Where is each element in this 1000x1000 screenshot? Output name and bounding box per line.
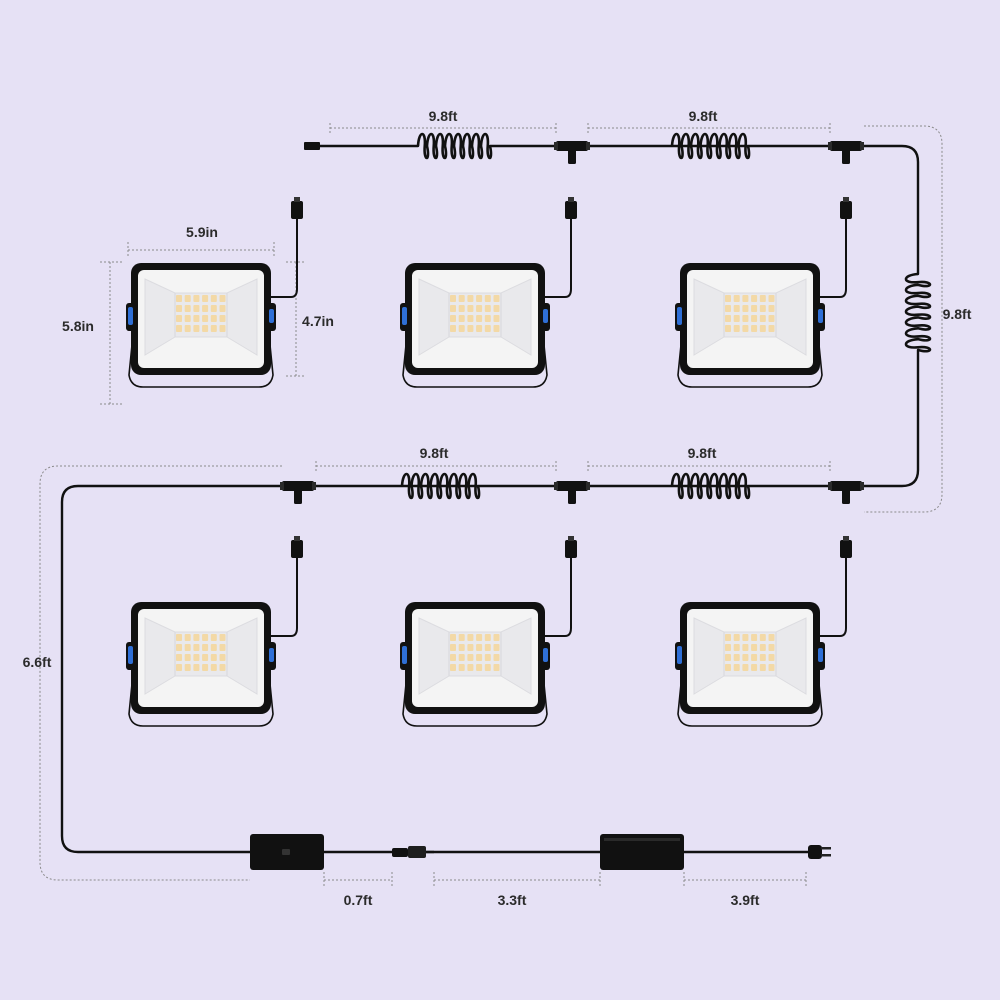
coiled-cable-icon <box>670 472 751 500</box>
flood-light-icon <box>675 536 852 727</box>
coiled-cable-icon <box>904 272 932 353</box>
right-drop-length: 9.8ft <box>943 306 972 322</box>
flood-light-icon <box>126 536 303 727</box>
power-adapter-icon <box>600 834 684 870</box>
flood-lights <box>126 197 852 727</box>
t-connector-icon <box>828 481 864 504</box>
flood-light-icon <box>400 536 577 727</box>
adapter-input-length: 3.3ft <box>498 892 527 908</box>
middle-cable-2-length: 9.8ft <box>688 445 717 461</box>
t-connector-icon <box>828 141 864 164</box>
inline-connector-icon <box>392 846 434 858</box>
t-connector-icon <box>554 481 590 504</box>
left-drop-length: 6.6ft <box>23 654 52 670</box>
t-connectors <box>280 141 864 504</box>
main-cable <box>60 144 920 854</box>
t-connector-icon <box>554 141 590 164</box>
lamp-height-label: 5.8in <box>62 318 94 334</box>
dimension-labels: 9.8ft 9.8ft 9.8ft 9.8ft 9.8ft 6.6ft 5.9i… <box>23 108 972 908</box>
plug-lead-length: 3.9ft <box>731 892 760 908</box>
flood-light-icon <box>400 197 577 388</box>
plug-icon <box>808 845 831 859</box>
flood-light-icon <box>675 197 852 388</box>
lamp-panel-height-label: 4.7in <box>302 313 334 329</box>
dimension-lines <box>39 123 943 888</box>
t-connector-icon <box>280 481 316 504</box>
coiled-cables <box>400 132 932 500</box>
coiled-cable-icon <box>670 132 751 160</box>
flood-light-icon <box>126 197 303 388</box>
end-connector-icon <box>304 142 320 150</box>
switch-lead-length: 0.7ft <box>344 892 373 908</box>
coiled-cable-icon <box>416 132 493 160</box>
top-cable-1-length: 9.8ft <box>429 108 458 124</box>
switch-box-icon <box>250 834 324 870</box>
lamp-width-label: 5.9in <box>186 224 218 240</box>
coiled-cable-icon <box>400 472 481 500</box>
top-cable-2-length: 9.8ft <box>689 108 718 124</box>
middle-cable-1-length: 9.8ft <box>420 445 449 461</box>
